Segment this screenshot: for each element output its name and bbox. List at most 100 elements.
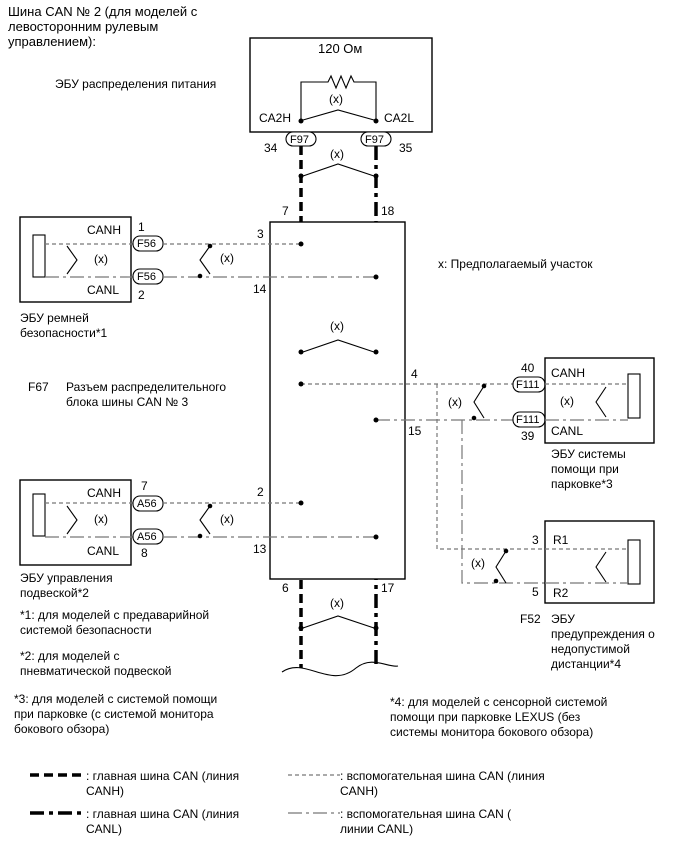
text-line: Разъем распределительного — [66, 380, 226, 394]
svg-text:CANH: CANH — [87, 223, 121, 237]
text-line: подвеской*2 — [20, 586, 89, 600]
svg-text:A56: A56 — [137, 531, 157, 543]
svg-text:F111: F111 — [516, 414, 539, 426]
text-line: ЭБУ системы — [551, 447, 626, 461]
svg-text:(x): (x) — [330, 319, 344, 333]
junction-pin-3: 3 — [257, 227, 264, 241]
connector-f97-h-label: F97 — [290, 134, 309, 146]
text-line: : главная шина CAN (линия — [86, 807, 239, 821]
text-line: *4: для моделей с сенсорной системой — [390, 695, 607, 709]
text-line: безопасности*1 — [20, 326, 108, 340]
text-line: CANH) — [340, 784, 378, 798]
text-line: предупреждения о — [551, 627, 655, 641]
text-line: ЭБУ управления — [20, 571, 113, 585]
text-line: : главная шина CAN (линия — [86, 769, 239, 783]
legend-sub-canl: : вспомогательная шина CAN (линии CANL) — [340, 807, 511, 836]
svg-text:A56: A56 — [137, 498, 157, 510]
seatbelt-pin-2: 2 — [138, 288, 145, 302]
junction-pin-14: 14 — [253, 282, 267, 296]
text-line: помощи при парковке LEXUS (без — [390, 710, 581, 724]
svg-text:CANL: CANL — [87, 283, 119, 297]
junction-pin-15: 15 — [408, 424, 422, 438]
suspected-break-mark — [302, 109, 375, 121]
resistor-value-label: 120 Ом — [318, 41, 362, 56]
parking-pin-39: 39 — [521, 429, 535, 443]
parking-ecu-box — [544, 357, 655, 444]
text-line: бокового обзора) — [14, 722, 109, 736]
text-line: CANL) — [86, 822, 122, 836]
svg-text:R1: R1 — [553, 533, 569, 547]
pin-7-label: 7 — [282, 204, 289, 218]
svg-text:CANH: CANH — [87, 486, 121, 500]
svg-text:CANL: CANL — [551, 424, 583, 438]
suspension-ecu-module-icon — [32, 493, 46, 537]
pin-35-label: 35 — [399, 141, 413, 155]
junction-pin-4: 4 — [411, 367, 418, 381]
svg-text:CANH: CANH — [551, 366, 585, 380]
svg-text:(x): (x) — [94, 252, 108, 266]
text-line: Шина CAN № 2 (для моделей с — [8, 4, 198, 19]
seatbelt-ecu-module-icon — [32, 234, 46, 278]
svg-text:F56: F56 — [137, 271, 156, 283]
text-line: системой безопасности — [20, 623, 152, 637]
text-line: левосторонним рулевым — [8, 19, 158, 34]
svg-text:(x): (x) — [330, 147, 344, 161]
distance-pin-5: 5 — [532, 585, 539, 599]
text-line: парковке*3 — [551, 477, 613, 491]
svg-text:(x): (x) — [560, 394, 574, 408]
junction-id: F67 — [28, 380, 49, 394]
text-line: управлением): — [8, 34, 96, 49]
svg-text:(x): (x) — [448, 395, 462, 409]
suspected-marker: (x) — [329, 92, 343, 106]
svg-text:(x): (x) — [94, 512, 108, 526]
pin-18-label: 18 — [381, 204, 395, 218]
svg-text:R2: R2 — [553, 586, 569, 600]
svg-text:CANL: CANL — [87, 544, 119, 558]
svg-text:F56: F56 — [137, 238, 156, 250]
power-distribution-ecu-box — [249, 37, 433, 133]
pin-ca2l-label: CA2L — [384, 111, 414, 125]
pin-34-label: 34 — [264, 141, 278, 155]
svg-text:(x): (x) — [220, 251, 234, 265]
distance-ecu-module-icon — [627, 539, 641, 585]
text-line: ЭБУ ремней — [20, 311, 89, 325]
legend-x: x: Предполагаемый участок — [438, 257, 593, 271]
text-line: ЭБУ — [551, 612, 575, 626]
text-line: пневматической подвеской — [20, 664, 172, 678]
distance-pin-3: 3 — [532, 533, 539, 547]
text-line: линии CANL) — [340, 822, 413, 836]
text-line: помощи при — [551, 462, 619, 476]
pin-17-label: 17 — [381, 581, 395, 595]
suspension-pin-7: 7 — [141, 479, 148, 493]
text-line: системы монитора бокового обзора) — [390, 725, 593, 739]
junction-pin-2: 2 — [257, 485, 264, 499]
parking-pin-40: 40 — [521, 361, 535, 375]
text-line: *2: для моделей с — [20, 649, 120, 663]
svg-text:F111: F111 — [516, 379, 539, 391]
text-line: : вспомогательная шина CAN (линия — [340, 769, 545, 783]
text-line: недопустимой — [551, 642, 630, 656]
pin-ca2h-label: CA2H — [259, 111, 291, 125]
text-line: блока шины CAN № 3 — [66, 395, 188, 409]
parking-ecu-module-icon — [627, 373, 641, 419]
svg-text:(x): (x) — [330, 596, 344, 610]
svg-text:(x): (x) — [220, 512, 234, 526]
text-line: *1: для моделей с предаварийной — [20, 608, 209, 622]
connector-f97-l-label: F97 — [365, 134, 384, 146]
svg-text:(x): (x) — [471, 556, 485, 570]
text-line: : вспомогательная шина CAN ( — [340, 807, 511, 821]
distance-ecu-id: F52 — [520, 612, 541, 626]
text-line: дистанции*4 — [551, 657, 621, 671]
